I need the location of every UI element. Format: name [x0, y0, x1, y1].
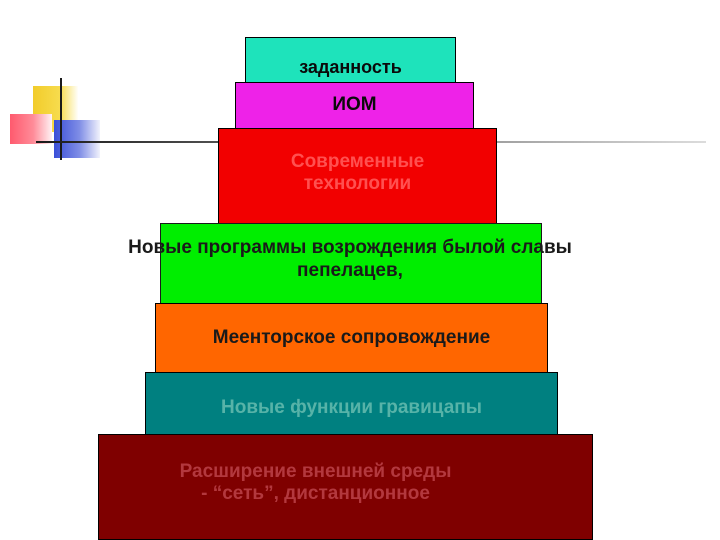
pyramid-level-5: Меенторское сопровождение — [155, 303, 548, 374]
pyramid-level-2: ИОМ — [235, 82, 474, 134]
pyramid-level-1: заданность — [245, 37, 456, 84]
pyramid-level-4 — [160, 223, 542, 305]
decorative-vertical-line — [60, 78, 62, 160]
pyramid-level-6: Новые функции гравицапы — [145, 372, 558, 440]
pyramid-level-3: Современные технологии — [218, 128, 497, 226]
decorative-red-square — [10, 114, 52, 144]
pyramid-level-4-label: Новые программы возрождения былой славы … — [128, 237, 572, 281]
pyramid-level-7: Расширение внешней среды - “сеть”, диста… — [98, 434, 593, 540]
